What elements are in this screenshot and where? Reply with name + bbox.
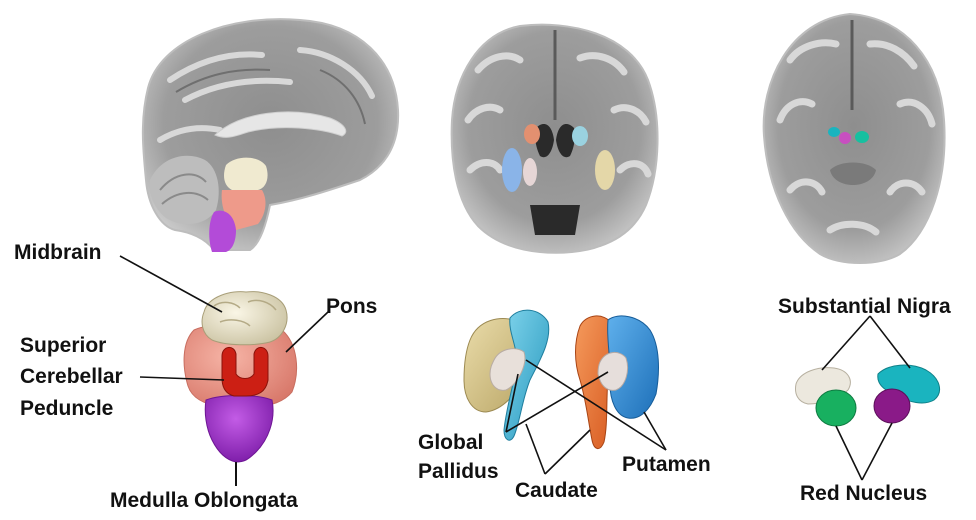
label-putamen: Putamen [622, 452, 711, 478]
caudate-right-slice [572, 126, 588, 146]
substantia-nigra-red-nucleus-3d-model [796, 365, 940, 426]
label-midbrain: Midbrain [14, 240, 102, 266]
midbrain-segment [224, 158, 268, 190]
label-substantial-nigra: Substantial Nigra [778, 294, 951, 320]
red-nucleus-left-slice [839, 132, 851, 144]
label-scp-line-1: Superior [20, 333, 106, 359]
label-gp-line-2: Pallidus [418, 459, 499, 485]
brainstem-3d-model [184, 292, 297, 486]
label-pons: Pons [326, 294, 377, 320]
label-medulla-oblongata: Medulla Oblongata [110, 488, 298, 514]
label-red-nucleus: Red Nucleus [800, 481, 927, 507]
putamen-left-slice [502, 148, 522, 192]
label-scp-line-3: Peduncle [20, 396, 113, 422]
label-gp-line-1: Global [418, 430, 483, 456]
axial-mri-slice [764, 14, 945, 263]
substantia-nigra-left-slice [828, 127, 840, 137]
midbrain-model [202, 292, 287, 345]
caudate-left-slice [524, 124, 540, 144]
label-scp-line-2: Cerebellar [20, 364, 123, 390]
putamen-right-slice [595, 150, 615, 190]
red-nucleus-left-model [816, 390, 856, 426]
medulla-model [205, 396, 273, 463]
coronal-mri-slice [452, 25, 658, 253]
basal-ganglia-3d-model [464, 310, 658, 448]
label-caudate: Caudate [515, 478, 598, 504]
red-nucleus-right-slice [855, 131, 869, 143]
global-pallidus-right-model [598, 352, 628, 390]
sagittal-mri-slice [143, 19, 398, 252]
red-nucleus-right-model [874, 389, 910, 423]
